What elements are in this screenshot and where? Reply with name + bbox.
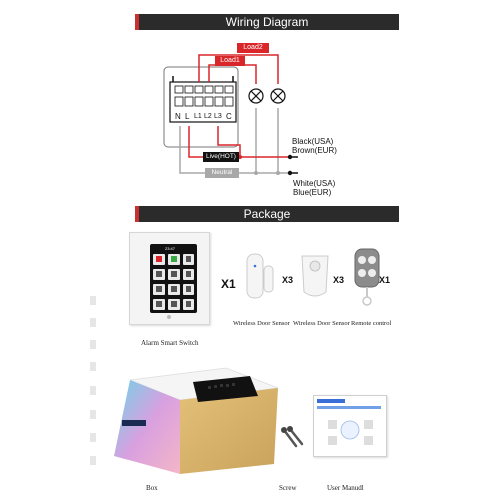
- door-sensor-caption: Wireless Door Sensor: [233, 320, 290, 327]
- terminal-label-l1: L1: [194, 113, 202, 120]
- terminal-label-l2: L2: [204, 113, 212, 120]
- load1-tag: Load1: [215, 56, 245, 66]
- wiring-diagram-header: Wiring Diagram: [135, 14, 399, 30]
- terminal-label-l3: L3: [214, 113, 222, 120]
- alarm-smart-switch-image: 23:47: [129, 232, 210, 325]
- remote-control-qty: X1: [379, 275, 391, 285]
- left-decoration: [90, 433, 96, 442]
- switch-screen: 23:47: [150, 244, 197, 313]
- live-junction: [238, 155, 242, 159]
- live-label: Live(HOT): [206, 153, 236, 160]
- package-title: Package: [243, 207, 291, 221]
- alarm-smart-switch-caption: Alarm Smart Switch: [141, 339, 199, 347]
- screen-app-grid: [153, 254, 194, 310]
- screen-time: 23:47: [165, 246, 176, 251]
- alarm-switch-qty: X1: [221, 277, 236, 291]
- remote-control-image: [352, 247, 382, 307]
- left-decoration: [90, 362, 96, 371]
- neutral-color-usa: White(USA): [293, 179, 336, 188]
- user-manual-caption: User Manudl: [327, 484, 364, 492]
- manual-header-stripe: [317, 399, 345, 403]
- load1-label: Load1: [220, 57, 240, 64]
- left-decoration: [90, 386, 96, 395]
- supply-wire-ends: [290, 156, 298, 174]
- door-sensor-image: [239, 252, 277, 302]
- supply-wire-dots: [287, 154, 293, 176]
- lamp-icon: [270, 88, 286, 104]
- left-decoration: [90, 456, 96, 465]
- switch-button-dot: [167, 315, 171, 319]
- user-manual-image: [313, 395, 387, 457]
- load2-tag: Load2: [237, 43, 269, 53]
- neutral-color-eur: Blue(EUR): [293, 188, 332, 197]
- left-decoration: [90, 318, 96, 327]
- motion-sensor-image: [297, 252, 333, 302]
- manual-illustration: [328, 420, 373, 445]
- package-header: Package: [135, 206, 399, 222]
- live-color-eur: Brown(EUR): [292, 146, 337, 155]
- live-tag: Live(HOT): [203, 152, 239, 162]
- screw-caption: Screw: [279, 484, 297, 492]
- remote-control-caption: Remote control: [351, 320, 392, 327]
- terminal-screws: [174, 85, 234, 107]
- neutral-junctions: [254, 171, 280, 175]
- manual-title-stripe: [317, 406, 381, 409]
- box-caption: Box: [146, 484, 158, 492]
- motion-sensor-caption: Wireless Door Sensor: [293, 320, 350, 327]
- terminal-label-c: C: [226, 112, 232, 121]
- neutral-label: Neutral: [211, 169, 233, 176]
- terminal-label-l: L: [185, 112, 190, 121]
- wiring-diagram: [163, 54, 298, 176]
- neutral-wires: [179, 108, 290, 174]
- door-sensor-qty: X3: [282, 275, 294, 285]
- screws-image: [278, 426, 306, 452]
- wiring-diagram-title: Wiring Diagram: [225, 15, 309, 29]
- lamp-icon: [248, 88, 264, 104]
- live-color-desc: Black(USA) Brown(EUR): [292, 137, 337, 155]
- left-decoration: [90, 410, 96, 419]
- live-color-usa: Black(USA): [292, 137, 334, 146]
- product-box-image: [108, 366, 280, 476]
- left-decoration: [90, 296, 96, 305]
- neutral-color-desc: White(USA) Blue(EUR): [293, 179, 335, 197]
- load2-label: Load2: [243, 44, 263, 51]
- left-decoration: [90, 340, 96, 349]
- neutral-tag: Neutral: [205, 168, 239, 178]
- motion-sensor-qty: X3: [333, 275, 345, 285]
- terminal-label-n: N: [175, 112, 181, 121]
